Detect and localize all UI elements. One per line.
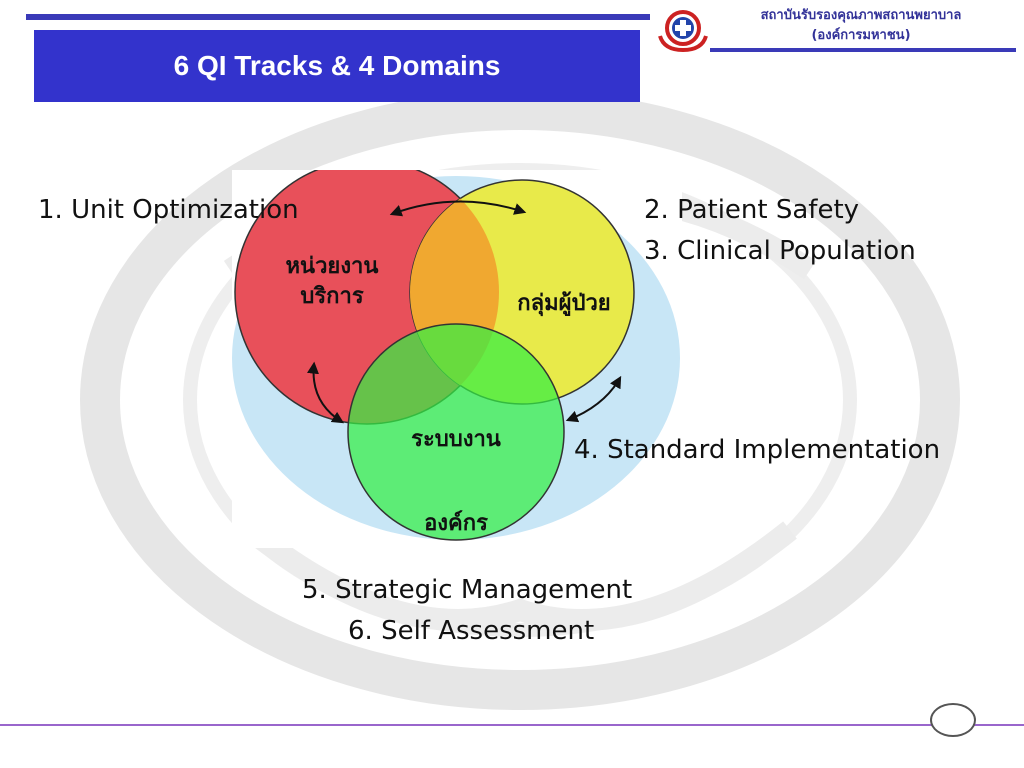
top-rule: [26, 14, 650, 20]
org-name-line2: (องค์การมหาชน): [811, 28, 911, 43]
system-domain-circle: [347, 323, 565, 541]
label-line: บริการ: [300, 284, 363, 309]
label-line: หน่วยงาน: [286, 254, 379, 279]
arrow-top: [389, 200, 527, 217]
organization-domain-label: องค์กร: [424, 510, 488, 536]
org-logo-icon: [658, 10, 708, 53]
slide-title: 6 QI Tracks & 4 Domains: [34, 30, 640, 102]
label-line: กลุ่มผู้ป่วย: [517, 291, 610, 317]
arrow-right: [565, 375, 622, 423]
track-standard-implementation: 4. Standard Implementation: [574, 435, 941, 465]
bottom-rule: [0, 724, 1024, 726]
track-clinical-population: 3. Clinical Population: [644, 236, 916, 266]
system-domain-label: ระบบงาน: [411, 427, 501, 452]
org-rule: [710, 48, 1016, 52]
org-name: สถาบันรับรองคุณภาพสถานพยาบาล (องค์การมหา…: [716, 6, 1006, 46]
slide-nav-oval[interactable]: [930, 703, 976, 737]
track-patient-safety: 2. Patient Safety: [644, 195, 860, 225]
label-line: ระบบงาน: [411, 427, 501, 452]
venn-diagram: หน่วยงานบริการ กลุ่มผู้ป่วย ระบบงาน องค์…: [232, 170, 682, 548]
track-unit-optimization: 1. Unit Optimization: [38, 195, 299, 225]
unit-domain-label: หน่วยงานบริการ: [286, 254, 379, 309]
track-self-assessment: 6. Self Assessment: [348, 616, 595, 646]
label-line: องค์กร: [424, 510, 488, 536]
patient-domain-label: กลุ่มผู้ป่วย: [517, 291, 610, 317]
org-name-line1: สถาบันรับรองคุณภาพสถานพยาบาล: [760, 8, 962, 23]
arrow-left: [307, 361, 345, 424]
track-strategic-management: 5. Strategic Management: [302, 575, 633, 605]
